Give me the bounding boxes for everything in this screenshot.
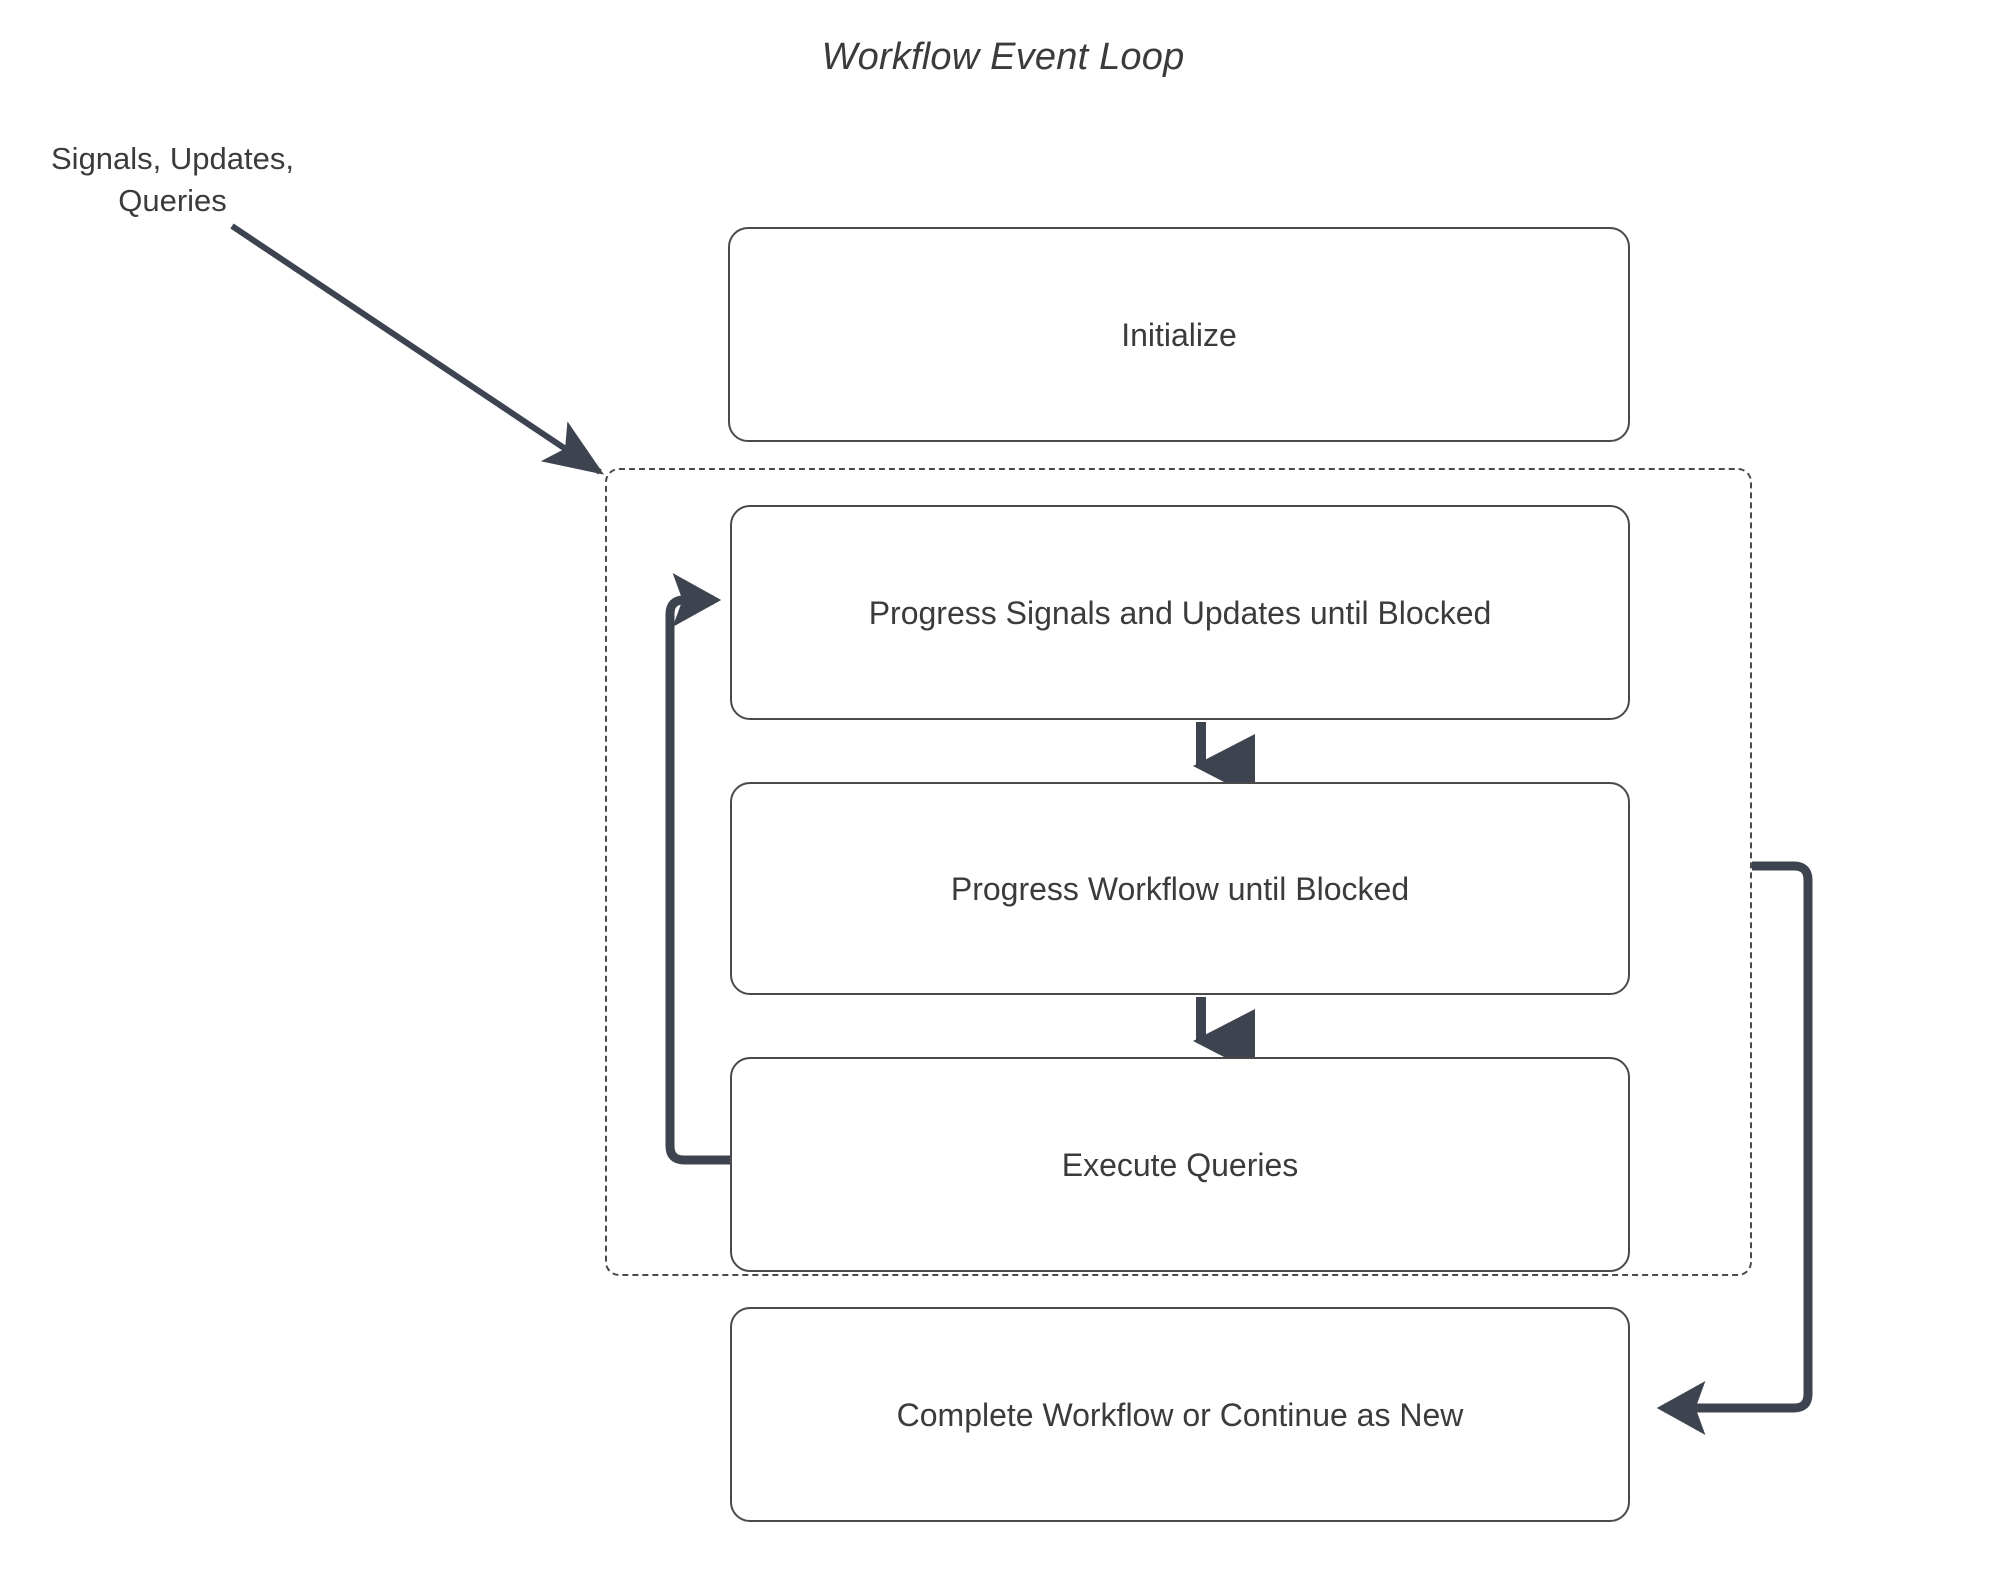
node-execute-queries-label: Execute Queries	[1061, 1146, 1299, 1183]
page-title: Workflow Event Loop	[821, 36, 1185, 78]
external-input-label: Signals, Updates, Queries	[20, 138, 325, 222]
node-progress-workflow-label: Progress Workflow until Blocked	[950, 870, 1410, 907]
external-input-label-line2: Queries	[118, 183, 227, 218]
node-initialize-label: Initialize	[1121, 316, 1237, 353]
edge-external-to-loop	[230, 223, 604, 475]
node-progress-signals-updates-label: Progress Signals and Updates until Block…	[868, 594, 1492, 631]
node-progress-signals-updates[interactable]: Progress Signals and Updates until Block…	[730, 505, 1630, 720]
external-input-label-line1: Signals, Updates,	[51, 141, 294, 176]
node-complete-workflow[interactable]: Complete Workflow or Continue as New	[730, 1307, 1630, 1522]
node-initialize[interactable]: Initialize	[728, 227, 1630, 442]
node-complete-workflow-label: Complete Workflow or Continue as New	[896, 1396, 1464, 1433]
node-execute-queries[interactable]: Execute Queries	[730, 1057, 1630, 1272]
node-progress-workflow[interactable]: Progress Workflow until Blocked	[730, 782, 1630, 995]
event-loop-container	[605, 468, 1752, 1276]
